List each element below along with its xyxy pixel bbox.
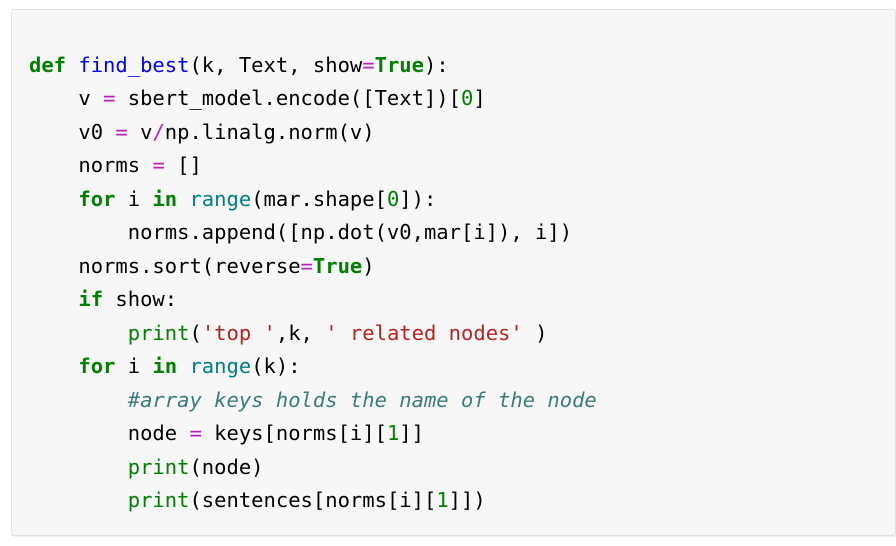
code-token: (k, Text, show [189, 52, 363, 77]
code-token: #array keys holds the name of the node [127, 387, 597, 412]
code-token: 0 [460, 86, 474, 110]
code-token: in [152, 186, 178, 211]
code-token: for [78, 354, 116, 378]
code-line: def find_best(k, Text, show=True): [29, 49, 895, 83]
code-token: find_best [78, 52, 190, 77]
code-indent [29, 220, 128, 244]
code-indent [29, 455, 128, 479]
code-indent [29, 388, 128, 412]
code-indent [29, 421, 128, 445]
code-indent [29, 287, 78, 311]
code-token: node [127, 421, 190, 445]
code-indent [29, 488, 128, 512]
code-line: print(sentences[norms[i][1]]) [29, 484, 895, 518]
code-token: sbert_model.encode([Text])[ [115, 86, 461, 110]
code-token: True [312, 253, 363, 278]
code-token: v [127, 119, 153, 144]
code-cell[interactable]: def find_best(k, Text, show=True): v = s… [11, 9, 896, 536]
code-token: ]]) [448, 488, 486, 512]
code-token: = [115, 119, 128, 144]
code-indent [29, 254, 78, 278]
code-line: v = sbert_model.encode([Text])[0] [29, 82, 895, 116]
code-indent [29, 86, 78, 110]
code-token: (k): [251, 354, 301, 378]
code-token: def [29, 52, 67, 77]
code-token: ,k, [275, 320, 326, 345]
code-token: v [78, 86, 104, 110]
code-token: if [78, 287, 104, 311]
code-token [177, 187, 189, 211]
code-line: if show: [29, 283, 895, 317]
code-line: v0 = v/np.linalg.norm(v) [29, 116, 895, 150]
code-token: ]): [399, 186, 437, 211]
code-indent [29, 354, 78, 378]
code-token: True [374, 52, 424, 77]
code-token: for [78, 186, 116, 211]
code-line: #array keys holds the name of the node [29, 384, 895, 418]
code-line: print('top ',k, ' related nodes' ) [29, 317, 895, 351]
code-token: ' related nodes' [325, 320, 523, 345]
code-line: print(node) [29, 451, 895, 485]
code-indent [29, 321, 128, 345]
code-token: show: [103, 287, 178, 311]
code-line: node = keys[norms[i][1]] [29, 417, 895, 451]
code-token: v0 [78, 119, 116, 144]
code-line: for i in range(k): [29, 350, 895, 384]
code-token: (node) [189, 454, 264, 479]
code-token: = [362, 52, 375, 77]
code-token: ) [362, 253, 375, 278]
code-token: print [127, 320, 190, 345]
code-token [177, 354, 189, 378]
code-token: 1 [436, 488, 449, 512]
code-token: (mar.shape[ [251, 186, 387, 211]
code-token: ( [189, 320, 202, 345]
code-token: = [189, 421, 202, 445]
code-token: norms [78, 153, 153, 177]
code-token: print [127, 454, 190, 479]
code-token: ): [423, 52, 449, 77]
code-token: ]] [399, 421, 424, 445]
code-token: 1 [386, 421, 400, 445]
code-token: [] [164, 153, 202, 177]
code-indent [29, 120, 78, 144]
code-token [66, 53, 78, 77]
code-token: 'top ' [201, 320, 276, 345]
code-token: 0 [386, 186, 400, 211]
code-token: np.linalg.norm(v) [164, 119, 375, 144]
code-token: = [103, 86, 116, 110]
code-editor-content[interactable]: def find_best(k, Text, show=True): v = s… [29, 49, 895, 518]
code-token: / [152, 119, 165, 144]
code-indent [29, 153, 78, 177]
code-line: norms = [] [29, 149, 895, 183]
code-token: print [127, 488, 190, 512]
code-token: = [152, 153, 165, 177]
code-token: norms.sort(reverse [78, 253, 301, 278]
code-token: i [115, 186, 153, 211]
code-token: i [115, 354, 153, 378]
code-token: = [300, 253, 313, 278]
code-token: (sentences[norms[i][ [189, 488, 437, 512]
code-token: range [189, 186, 252, 211]
code-indent [29, 187, 78, 211]
code-token: ) [522, 320, 548, 345]
code-line: norms.append([np.dot(v0,mar[i]), i]) [29, 216, 895, 250]
code-token: keys[norms[i][ [201, 421, 387, 445]
code-token: ] [473, 86, 486, 110]
code-token: in [152, 354, 178, 378]
code-line: for i in range(mar.shape[0]): [29, 183, 895, 217]
code-token: range [189, 354, 252, 378]
code-line: norms.sort(reverse=True) [29, 250, 895, 284]
code-token: norms.append([np.dot(v0,mar[i]), i]) [127, 220, 573, 244]
